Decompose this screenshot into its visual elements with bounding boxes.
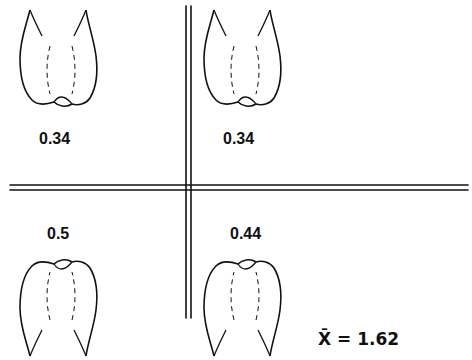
divider-line	[10, 184, 468, 186]
decimal-value: 0.5	[47, 225, 69, 243]
molar-tooth	[20, 260, 97, 356]
decimal-value: 0.34	[223, 130, 254, 148]
decimal-value: 0.44	[230, 225, 261, 243]
divider-line	[190, 6, 192, 318]
molar-tooth	[204, 10, 281, 106]
mean-value: X̄ = 1.62	[318, 330, 399, 349]
molar-tooth	[20, 10, 97, 106]
divider-line	[10, 189, 468, 191]
decimal-value: 0.34	[39, 130, 70, 148]
divider-line	[185, 6, 187, 318]
molar-tooth	[204, 260, 281, 356]
